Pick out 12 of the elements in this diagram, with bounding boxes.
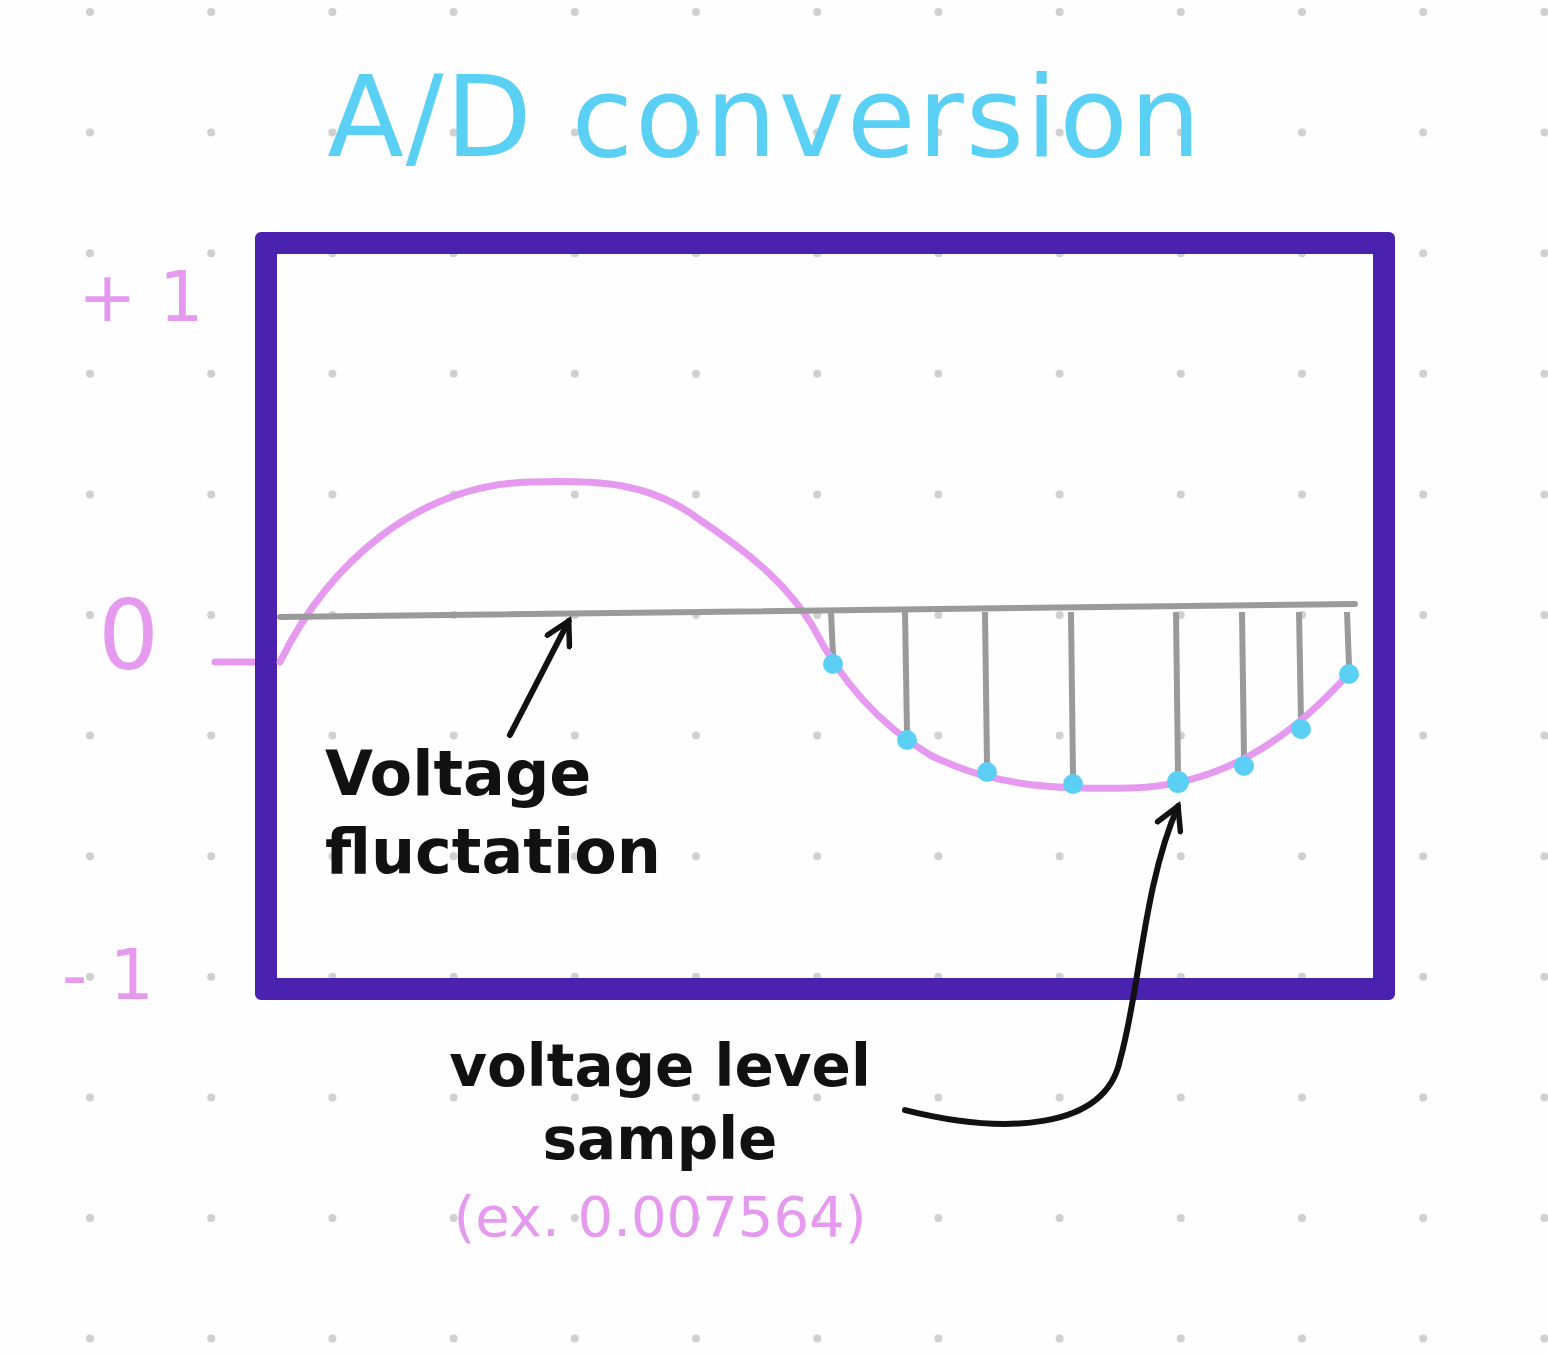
arrow — [506, 618, 573, 738]
annotation-text: Voltage fluctation — [325, 736, 662, 890]
arrow — [902, 803, 1185, 1127]
diagram-title: A/D conversion — [326, 51, 1204, 184]
axis-value: 0 — [98, 588, 160, 684]
frame-box — [255, 232, 1395, 1000]
sample-dot — [1167, 771, 1189, 793]
annotation-text: voltage level sample — [448, 1031, 872, 1175]
example-value: (ex. 0.007564) — [453, 1183, 867, 1251]
axis-value: + 1 — [78, 262, 204, 332]
zero-line — [277, 601, 1358, 620]
axis-value: - 1 — [62, 940, 155, 1010]
